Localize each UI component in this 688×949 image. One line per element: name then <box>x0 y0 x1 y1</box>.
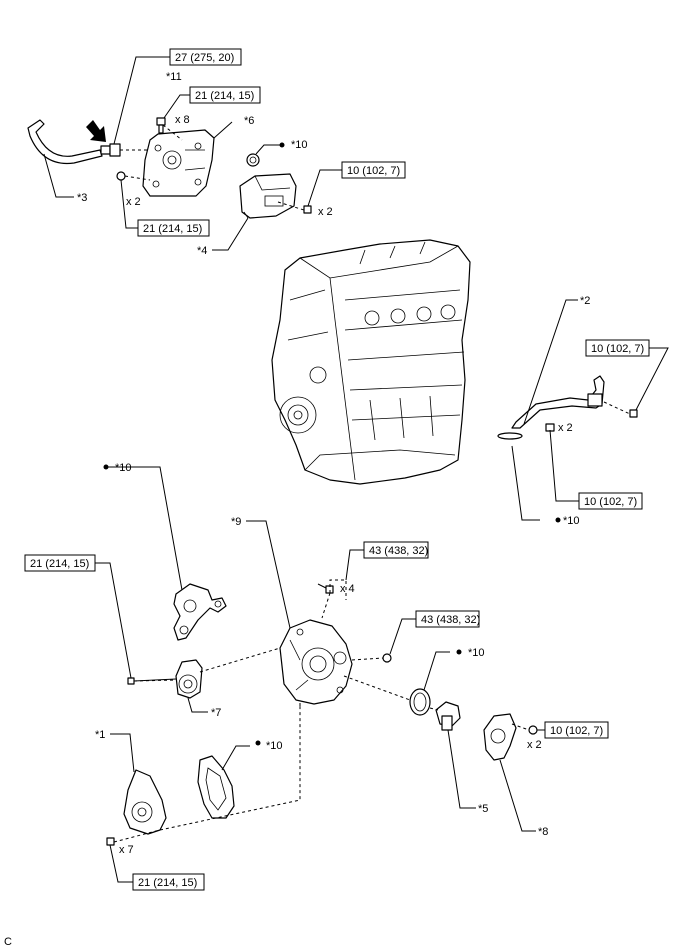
torque-box-7: 43 (438, 32) <box>363 541 429 559</box>
thermostat <box>435 701 461 731</box>
part-label: *9 <box>231 516 241 528</box>
part-label: *10 <box>563 515 580 527</box>
bullet-dot <box>279 142 285 148</box>
union-fitting <box>100 143 121 157</box>
nut-right <box>545 423 555 432</box>
bracket <box>239 173 297 219</box>
part-label: *10 <box>115 462 132 474</box>
seal-ring-small <box>246 153 260 167</box>
part-label: *10 <box>266 740 283 752</box>
torque-value: 21 (214, 15) <box>195 90 254 102</box>
part-label: *5 <box>478 803 488 815</box>
water-pump <box>279 619 353 705</box>
gasket-right <box>497 432 523 440</box>
part-label: *7 <box>211 707 221 719</box>
torque-value: 43 (438, 32) <box>421 614 480 626</box>
part-label: *10 <box>291 139 308 151</box>
quantity-label: x 2 <box>558 422 573 434</box>
thermostat-gasket <box>409 688 431 716</box>
part-label: *1 <box>95 729 105 741</box>
part-label: *2 <box>580 295 590 307</box>
bolt-bracket <box>303 205 312 214</box>
torque-value: 10 (102, 7) <box>347 165 400 177</box>
torque-box-10: 10 (102, 7) <box>544 721 609 739</box>
torque-value: 10 (102, 7) <box>550 725 603 737</box>
nut-inlet <box>528 725 538 735</box>
quantity-label: x 4 <box>340 583 355 595</box>
idler-pulley <box>175 659 203 699</box>
bolt-top <box>156 117 166 134</box>
quantity-label: x 8 <box>175 114 190 126</box>
quantity-label: x 7 <box>119 844 134 856</box>
engine-cover <box>123 769 167 835</box>
torque-value: 21 (214, 15) <box>143 223 202 235</box>
figure-code: C <box>4 936 12 948</box>
water-bypass-pipe <box>511 375 605 429</box>
nut-pump <box>382 653 392 663</box>
bullet-dot <box>255 740 261 746</box>
water-inlet <box>483 713 517 761</box>
torque-value: 21 (214, 15) <box>138 877 197 889</box>
engine-assembly <box>271 239 471 485</box>
part-label: *10 <box>468 647 485 659</box>
torque-box-9: 21 (214, 15) <box>24 554 96 572</box>
torque-box-4: 10 (102, 7) <box>341 161 406 179</box>
bullet-dot <box>555 517 561 523</box>
nut-left <box>116 171 126 181</box>
torque-box-11: 21 (214, 15) <box>132 873 205 891</box>
torque-box-8: 43 (438, 32) <box>415 610 480 628</box>
torque-value: 43 (438, 32) <box>369 545 428 557</box>
torque-box-2: 21 (214, 15) <box>189 86 261 104</box>
water-outlet-housing <box>142 129 215 197</box>
bolt-right <box>629 409 638 418</box>
water-hose <box>27 119 103 165</box>
torque-box-3: 21 (214, 15) <box>137 219 210 237</box>
torque-value: 21 (214, 15) <box>30 558 89 570</box>
part-label: *4 <box>197 245 207 257</box>
quantity-label: x 2 <box>318 206 333 218</box>
torque-box-5: 10 (102, 7) <box>585 339 650 357</box>
torque-value: 27 (275, 20) <box>175 52 234 64</box>
direction-arrow-icon <box>86 120 106 142</box>
bullet-dot <box>103 464 109 470</box>
bullet-dot <box>456 649 462 655</box>
torque-value: 10 (102, 7) <box>591 343 644 355</box>
bolt-pump-top <box>317 583 334 594</box>
part-label: *3 <box>77 192 87 204</box>
torque-value: 10 (102, 7) <box>584 496 637 508</box>
part-label: *11 <box>166 71 182 83</box>
quantity-label: x 2 <box>527 739 542 751</box>
quantity-label: x 2 <box>126 196 141 208</box>
bolt-bottom <box>106 837 115 846</box>
torque-box-1: 27 (275, 20) <box>169 48 242 66</box>
part-label: *6 <box>244 115 254 127</box>
cover-gasket <box>197 755 235 819</box>
part-label: *8 <box>538 826 548 838</box>
water-pump-gasket <box>173 583 227 641</box>
torque-box-6: 10 (102, 7) <box>578 492 643 510</box>
